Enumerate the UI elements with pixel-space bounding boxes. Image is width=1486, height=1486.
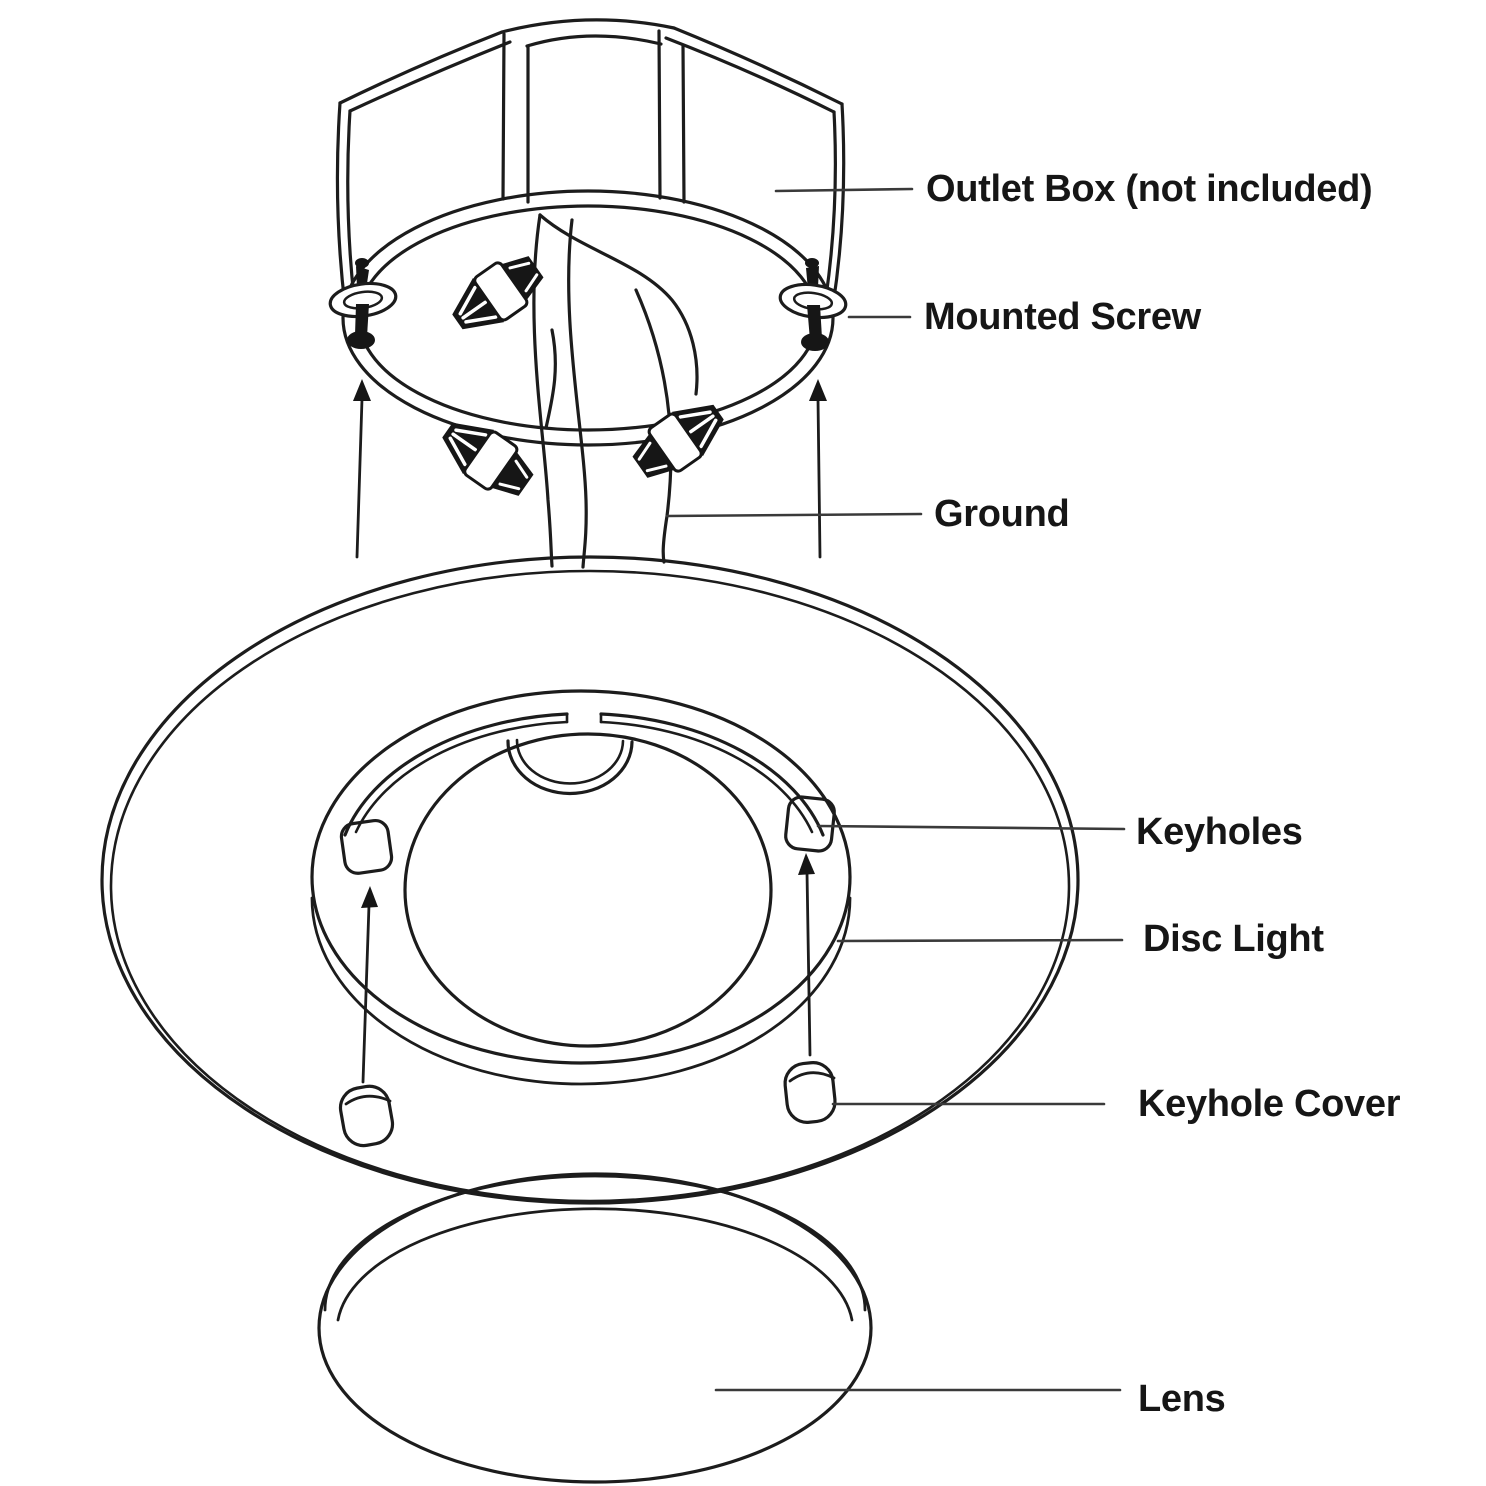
label-outlet-box: Outlet Box (not included) (926, 168, 1373, 210)
wire-nut-lower-right (632, 404, 724, 478)
mounted-screw-right-drawing (778, 258, 848, 351)
label-ground: Ground (934, 493, 1070, 535)
label-disc-light: Disc Light (1143, 918, 1324, 960)
ground-wire (634, 288, 673, 564)
label-lens: Lens (1138, 1378, 1226, 1420)
mounting-arrow-right (809, 379, 827, 559)
disc-opening (403, 732, 773, 1048)
outlet-box-rim-inner (357, 204, 819, 432)
leader-ground (665, 512, 923, 518)
label-keyholes: Keyholes (1136, 811, 1303, 853)
leader-keyholes (816, 824, 1126, 831)
label-mounted-screw: Mounted Screw (924, 296, 1201, 338)
wire-strand (538, 213, 699, 396)
outlet-box-top-edge (500, 18, 676, 34)
lens-outer-edge (317, 1172, 873, 1484)
keyhole-arrow-right (798, 853, 815, 1057)
wire-notch (506, 739, 634, 796)
wire-strand (544, 328, 557, 430)
mounted-screw-left-drawing (328, 258, 398, 349)
lens-drawing (317, 1172, 873, 1484)
keyhole-cover-left-drawing (338, 1084, 395, 1148)
label-keyhole-cover: Keyhole Cover (1138, 1083, 1401, 1125)
wire-nut-upper-left (452, 256, 544, 330)
wire-strand (567, 218, 588, 569)
keyhole-cover-right-drawing (783, 1061, 837, 1124)
retaining-ring (343, 712, 569, 837)
keyhole-arrow-left (361, 886, 378, 1084)
disc-housing-edge (310, 689, 852, 1065)
mounting-arrow-left (353, 379, 371, 559)
disc-outer-edge (100, 555, 1080, 1205)
keyhole-left (339, 818, 394, 875)
outlet-box-drawing (335, 18, 846, 447)
disc-light-drawing (100, 555, 1080, 1205)
wires-drawing (532, 213, 699, 569)
leader-outlet-box (774, 187, 914, 193)
leader-disc-light (836, 938, 1124, 943)
wire-nut-lower-left (442, 422, 534, 496)
outlet-box-rim-outer (341, 189, 835, 447)
